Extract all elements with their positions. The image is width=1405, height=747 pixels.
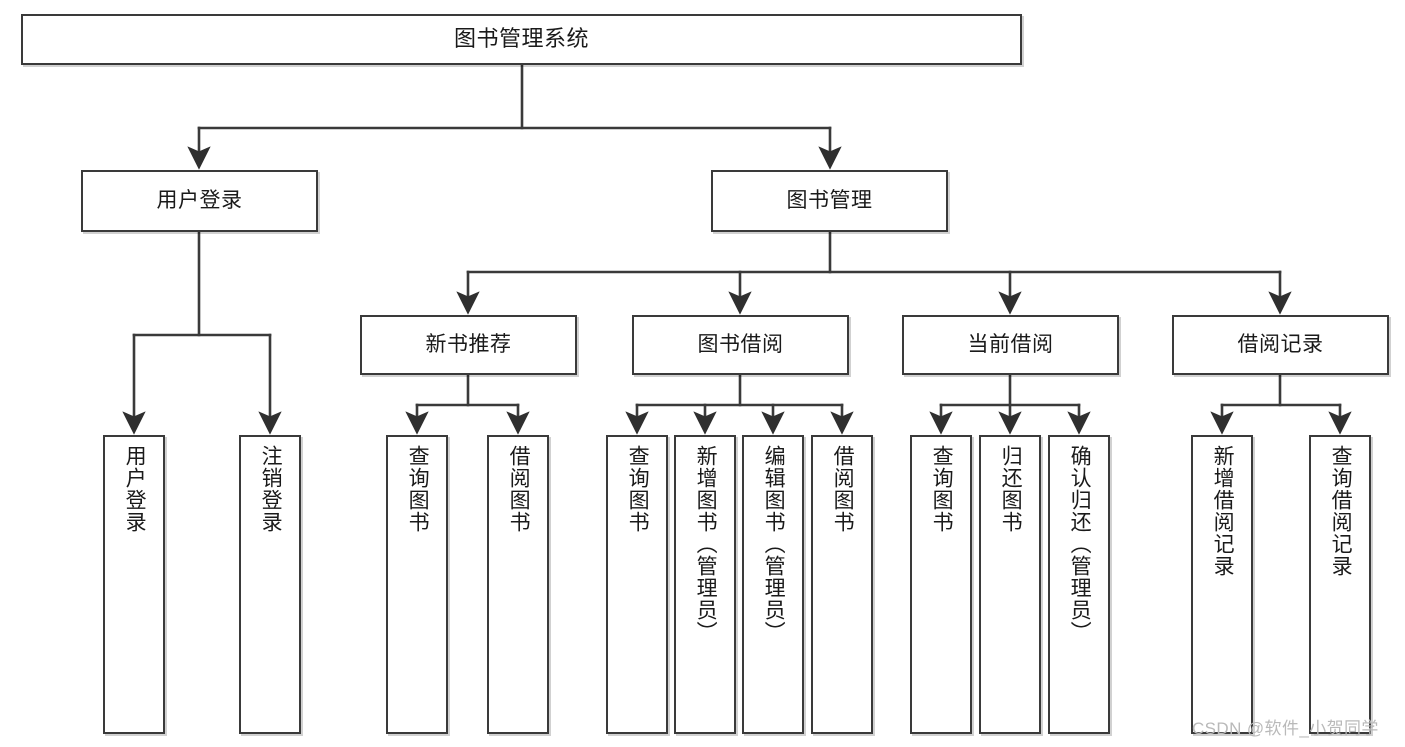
node-leaf-return-book-label: 归还图书 (999, 445, 1023, 533)
node-book-management-label: 图书管理 (786, 189, 873, 213)
node-current-borrow[interactable]: 当前借阅 (902, 315, 1119, 375)
node-book-management[interactable]: 图书管理 (711, 170, 948, 232)
node-leaf-query-record[interactable]: 查询借阅记录 (1309, 435, 1371, 734)
node-leaf-query-record-label: 查询借阅记录 (1329, 445, 1353, 577)
node-leaf-logout-login[interactable]: 注销登录 (239, 435, 301, 734)
node-leaf-borrow-book-1[interactable]: 借阅图书 (487, 435, 549, 734)
node-book-borrow[interactable]: 图书借阅 (632, 315, 849, 375)
node-root-label: 图书管理系统 (453, 26, 589, 52)
node-leaf-add-record[interactable]: 新增借阅记录 (1191, 435, 1253, 734)
node-current-borrow-label: 当前借阅 (967, 333, 1054, 357)
node-leaf-confirm-return-label: 确认归还（管理员） (1068, 445, 1092, 643)
node-root[interactable]: 图书管理系统 (21, 14, 1022, 65)
node-leaf-add-book-label: 新增图书（管理员） (694, 445, 718, 643)
node-user-login-label: 用户登录 (156, 189, 243, 213)
node-leaf-confirm-return[interactable]: 确认归还（管理员） (1048, 435, 1110, 734)
node-leaf-borrow-book-2-label: 借阅图书 (831, 445, 855, 533)
node-leaf-edit-book-label: 编辑图书（管理员） (762, 445, 786, 643)
node-new-book-recommend-label: 新书推荐 (425, 333, 512, 357)
node-leaf-edit-book[interactable]: 编辑图书（管理员） (742, 435, 804, 734)
node-leaf-return-book[interactable]: 归还图书 (979, 435, 1041, 734)
node-leaf-user-login[interactable]: 用户登录 (103, 435, 165, 734)
node-leaf-add-record-label: 新增借阅记录 (1211, 445, 1235, 577)
node-leaf-user-login-label: 用户登录 (123, 445, 147, 533)
node-borrow-record-label: 借阅记录 (1237, 333, 1324, 357)
node-leaf-borrow-book-1-label: 借阅图书 (507, 445, 531, 533)
node-book-borrow-label: 图书借阅 (697, 333, 784, 357)
node-leaf-query-book-1[interactable]: 查询图书 (386, 435, 448, 734)
node-leaf-add-book[interactable]: 新增图书（管理员） (674, 435, 736, 734)
node-leaf-query-book-3-label: 查询图书 (930, 445, 954, 533)
node-leaf-query-book-2-label: 查询图书 (626, 445, 650, 533)
node-leaf-query-book-3[interactable]: 查询图书 (910, 435, 972, 734)
node-borrow-record[interactable]: 借阅记录 (1172, 315, 1389, 375)
node-leaf-borrow-book-2[interactable]: 借阅图书 (811, 435, 873, 734)
node-leaf-query-book-1-label: 查询图书 (406, 445, 430, 533)
node-leaf-query-book-2[interactable]: 查询图书 (606, 435, 668, 734)
node-leaf-logout-login-label: 注销登录 (259, 445, 283, 533)
watermark-text: CSDN @软件_小贺同学 (1192, 719, 1379, 738)
node-new-book-recommend[interactable]: 新书推荐 (360, 315, 577, 375)
node-user-login[interactable]: 用户登录 (81, 170, 318, 232)
